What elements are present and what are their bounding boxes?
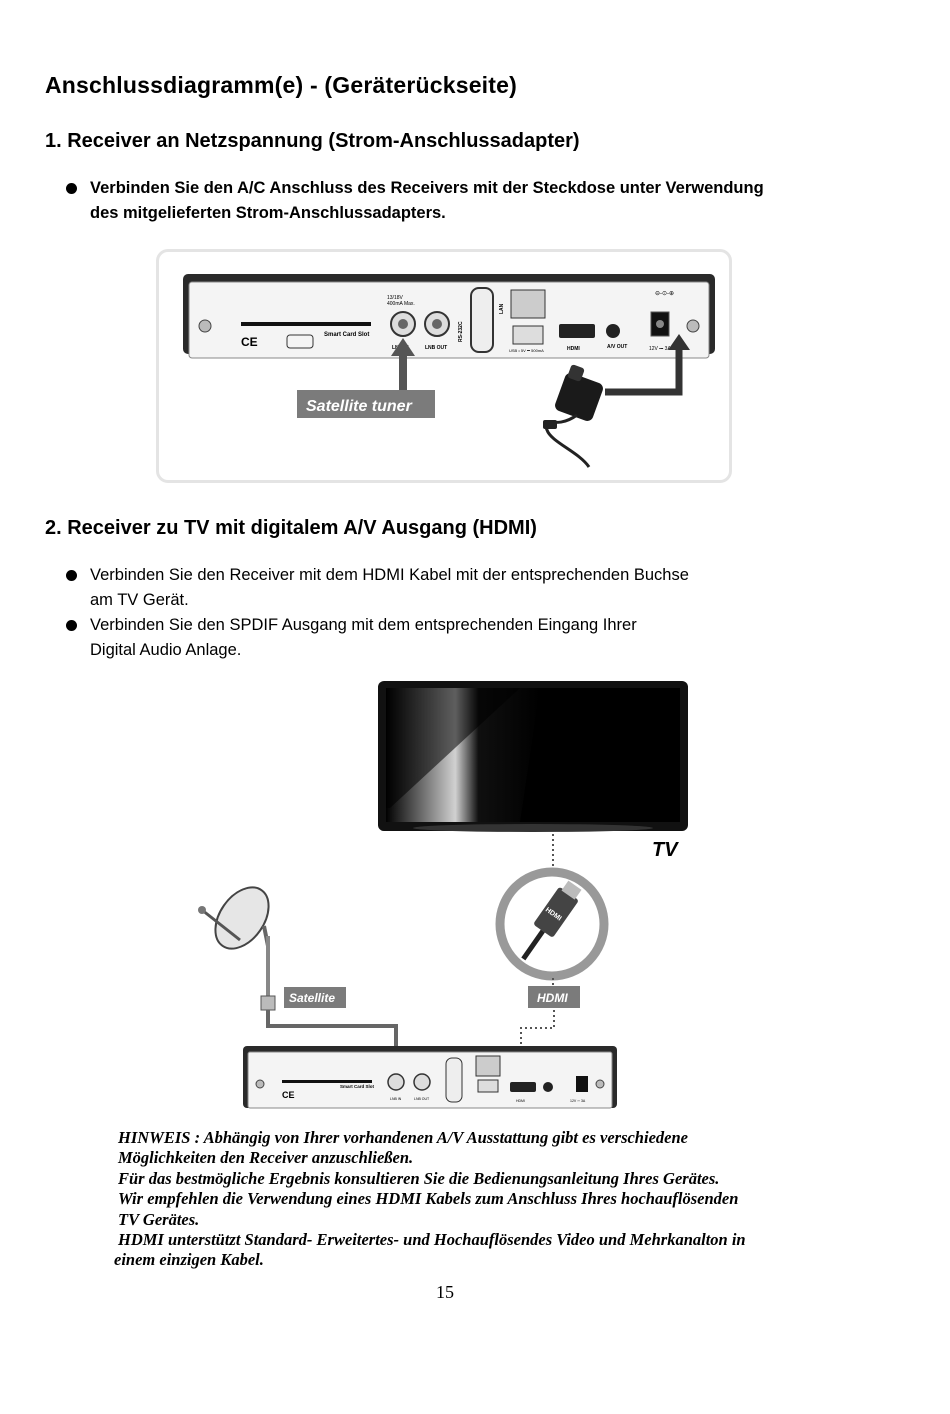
satellite-tuner-label: Satellite tuner bbox=[306, 398, 413, 415]
usb-port bbox=[477, 1079, 499, 1093]
tv-label: TV bbox=[652, 839, 679, 861]
screw-icon bbox=[595, 1079, 605, 1089]
screw-icon bbox=[198, 319, 212, 333]
bullet-dot bbox=[66, 620, 77, 631]
dc-input-port bbox=[576, 1076, 588, 1092]
screw-icon bbox=[255, 1079, 265, 1089]
lan-label: LAN bbox=[499, 303, 505, 314]
lan-port bbox=[510, 289, 546, 319]
page-title: Anschlussdiagramm(e) - (Geräterückseite) bbox=[45, 72, 517, 98]
ce-mark-icon: CE bbox=[241, 335, 258, 349]
note-line: HDMI unterstützt Standard- Erweitertes- … bbox=[118, 1230, 746, 1250]
av-out-port bbox=[606, 324, 620, 338]
satellite-callout bbox=[284, 987, 346, 1008]
bullet-line: am TV Gerät. bbox=[90, 591, 189, 609]
dc-symbol-icon: ⊖-⊙-⊕ bbox=[655, 291, 674, 297]
power-adapter-icon bbox=[543, 364, 603, 468]
lnb-voltage-label: 13/18V bbox=[387, 295, 404, 301]
ce-mark-icon: CE bbox=[282, 1090, 295, 1100]
lnb-out-label: LNB OUT bbox=[414, 1097, 430, 1101]
power-arrow-head-icon bbox=[668, 334, 690, 350]
rohs-mark-icon bbox=[286, 334, 314, 349]
note-line: Für das bestmögliche Ergebnis konsultier… bbox=[118, 1168, 720, 1188]
lnb-out-connector bbox=[413, 1073, 431, 1091]
smartcard-label: Smart Card Slot bbox=[324, 332, 369, 338]
bullet-line: Verbinden Sie den SPDIF Ausgang mit dem … bbox=[90, 616, 637, 634]
lnb-in-connector bbox=[387, 1073, 405, 1091]
smartcard-slot bbox=[241, 322, 371, 326]
bullet-line: Verbinden Sie den A/C Anschluss des Rece… bbox=[90, 179, 764, 197]
lan-port bbox=[475, 1055, 501, 1077]
page-number: 15 bbox=[436, 1282, 454, 1302]
rs232-label: RS-232C bbox=[458, 321, 464, 342]
tv-icon bbox=[378, 681, 688, 832]
hdmi-connection-figure: TV HDMI HDMI Satellite Smart Card Slot C… bbox=[198, 681, 688, 1109]
bullet-line: des mitgelieferten Strom-Anschlussadapte… bbox=[90, 204, 446, 222]
hinweis-note: HINWEIS : Abhängig von Ihrer vorhandenen… bbox=[114, 1128, 838, 1271]
bullet-line: Digital Audio Anlage. bbox=[90, 641, 242, 659]
hdmi-label: HDMI bbox=[537, 991, 568, 1005]
lnb-out-label: LNB OUT bbox=[425, 345, 447, 351]
bullet-line: Verbinden Sie den Receiver mit dem HDMI … bbox=[90, 566, 689, 584]
hdmi-port bbox=[510, 1082, 536, 1092]
hdmi-port bbox=[559, 324, 595, 338]
av-out-port bbox=[543, 1082, 553, 1092]
note-line: Möglichkeiten den Receiver anzuschließen… bbox=[118, 1148, 414, 1168]
rs232-port bbox=[445, 1057, 463, 1103]
section2-bullet: Verbinden Sie den Receiver mit dem HDMI … bbox=[66, 563, 689, 613]
satellite-label: Satellite bbox=[289, 991, 335, 1005]
section2-bullet: Verbinden Sie den SPDIF Ausgang mit dem … bbox=[66, 613, 637, 663]
usb-port bbox=[512, 325, 544, 345]
av-out-label: A/V OUT bbox=[607, 344, 627, 350]
rs232-port bbox=[470, 287, 494, 353]
satellite-tuner-callout bbox=[297, 390, 435, 418]
note-line: HINWEIS : Abhängig von Ihrer vorhandenen… bbox=[118, 1128, 688, 1147]
usb-label: USB • 5V ⎓ 500mA bbox=[509, 348, 544, 353]
satellite-dish-icon bbox=[198, 886, 276, 1011]
power-arrow-line bbox=[605, 344, 683, 396]
section1-bullet: Verbinden Sie den A/C Anschluss des Rece… bbox=[66, 176, 764, 226]
hdmi-plug-icon: HDMI bbox=[521, 880, 582, 961]
hdmi-port-label: HDMI bbox=[516, 1099, 525, 1103]
lnb-current-label: 400mA Max. bbox=[387, 301, 415, 307]
lnb-in-label: LNB IN bbox=[390, 1097, 402, 1101]
arrow-head-icon bbox=[391, 338, 415, 356]
bullet-dot bbox=[66, 183, 77, 194]
screw-icon bbox=[686, 319, 700, 333]
note-line: TV Gerätes. bbox=[118, 1209, 200, 1229]
section1-heading: 1. Receiver an Netzspannung (Strom-Ansch… bbox=[45, 130, 580, 152]
smartcard-slot bbox=[282, 1080, 372, 1083]
section2-heading: 2. Receiver zu TV mit digitalem A/V Ausg… bbox=[45, 517, 537, 539]
hdmi-label: HDMI bbox=[567, 346, 580, 352]
rear-panel-power-figure: Smart Card Slot CE 13/18V 400mA Max. LNB… bbox=[156, 249, 732, 483]
rear-panel-illustration: Smart Card Slot CE 13/18V 400mA Max. LNB… bbox=[183, 274, 715, 468]
bullet-dot bbox=[66, 570, 77, 581]
dc-label: 12V ⎓ 3A bbox=[570, 1099, 586, 1103]
smartcard-label: Smart Card Slot bbox=[340, 1084, 375, 1089]
dc-label: 12V ⎓ 3A bbox=[649, 346, 671, 352]
note-line: einem einzigen Kabel. bbox=[114, 1250, 264, 1270]
note-line: Wir empfehlen die Verwendung eines HDMI … bbox=[118, 1189, 739, 1209]
hdmi-callout bbox=[528, 986, 580, 1008]
